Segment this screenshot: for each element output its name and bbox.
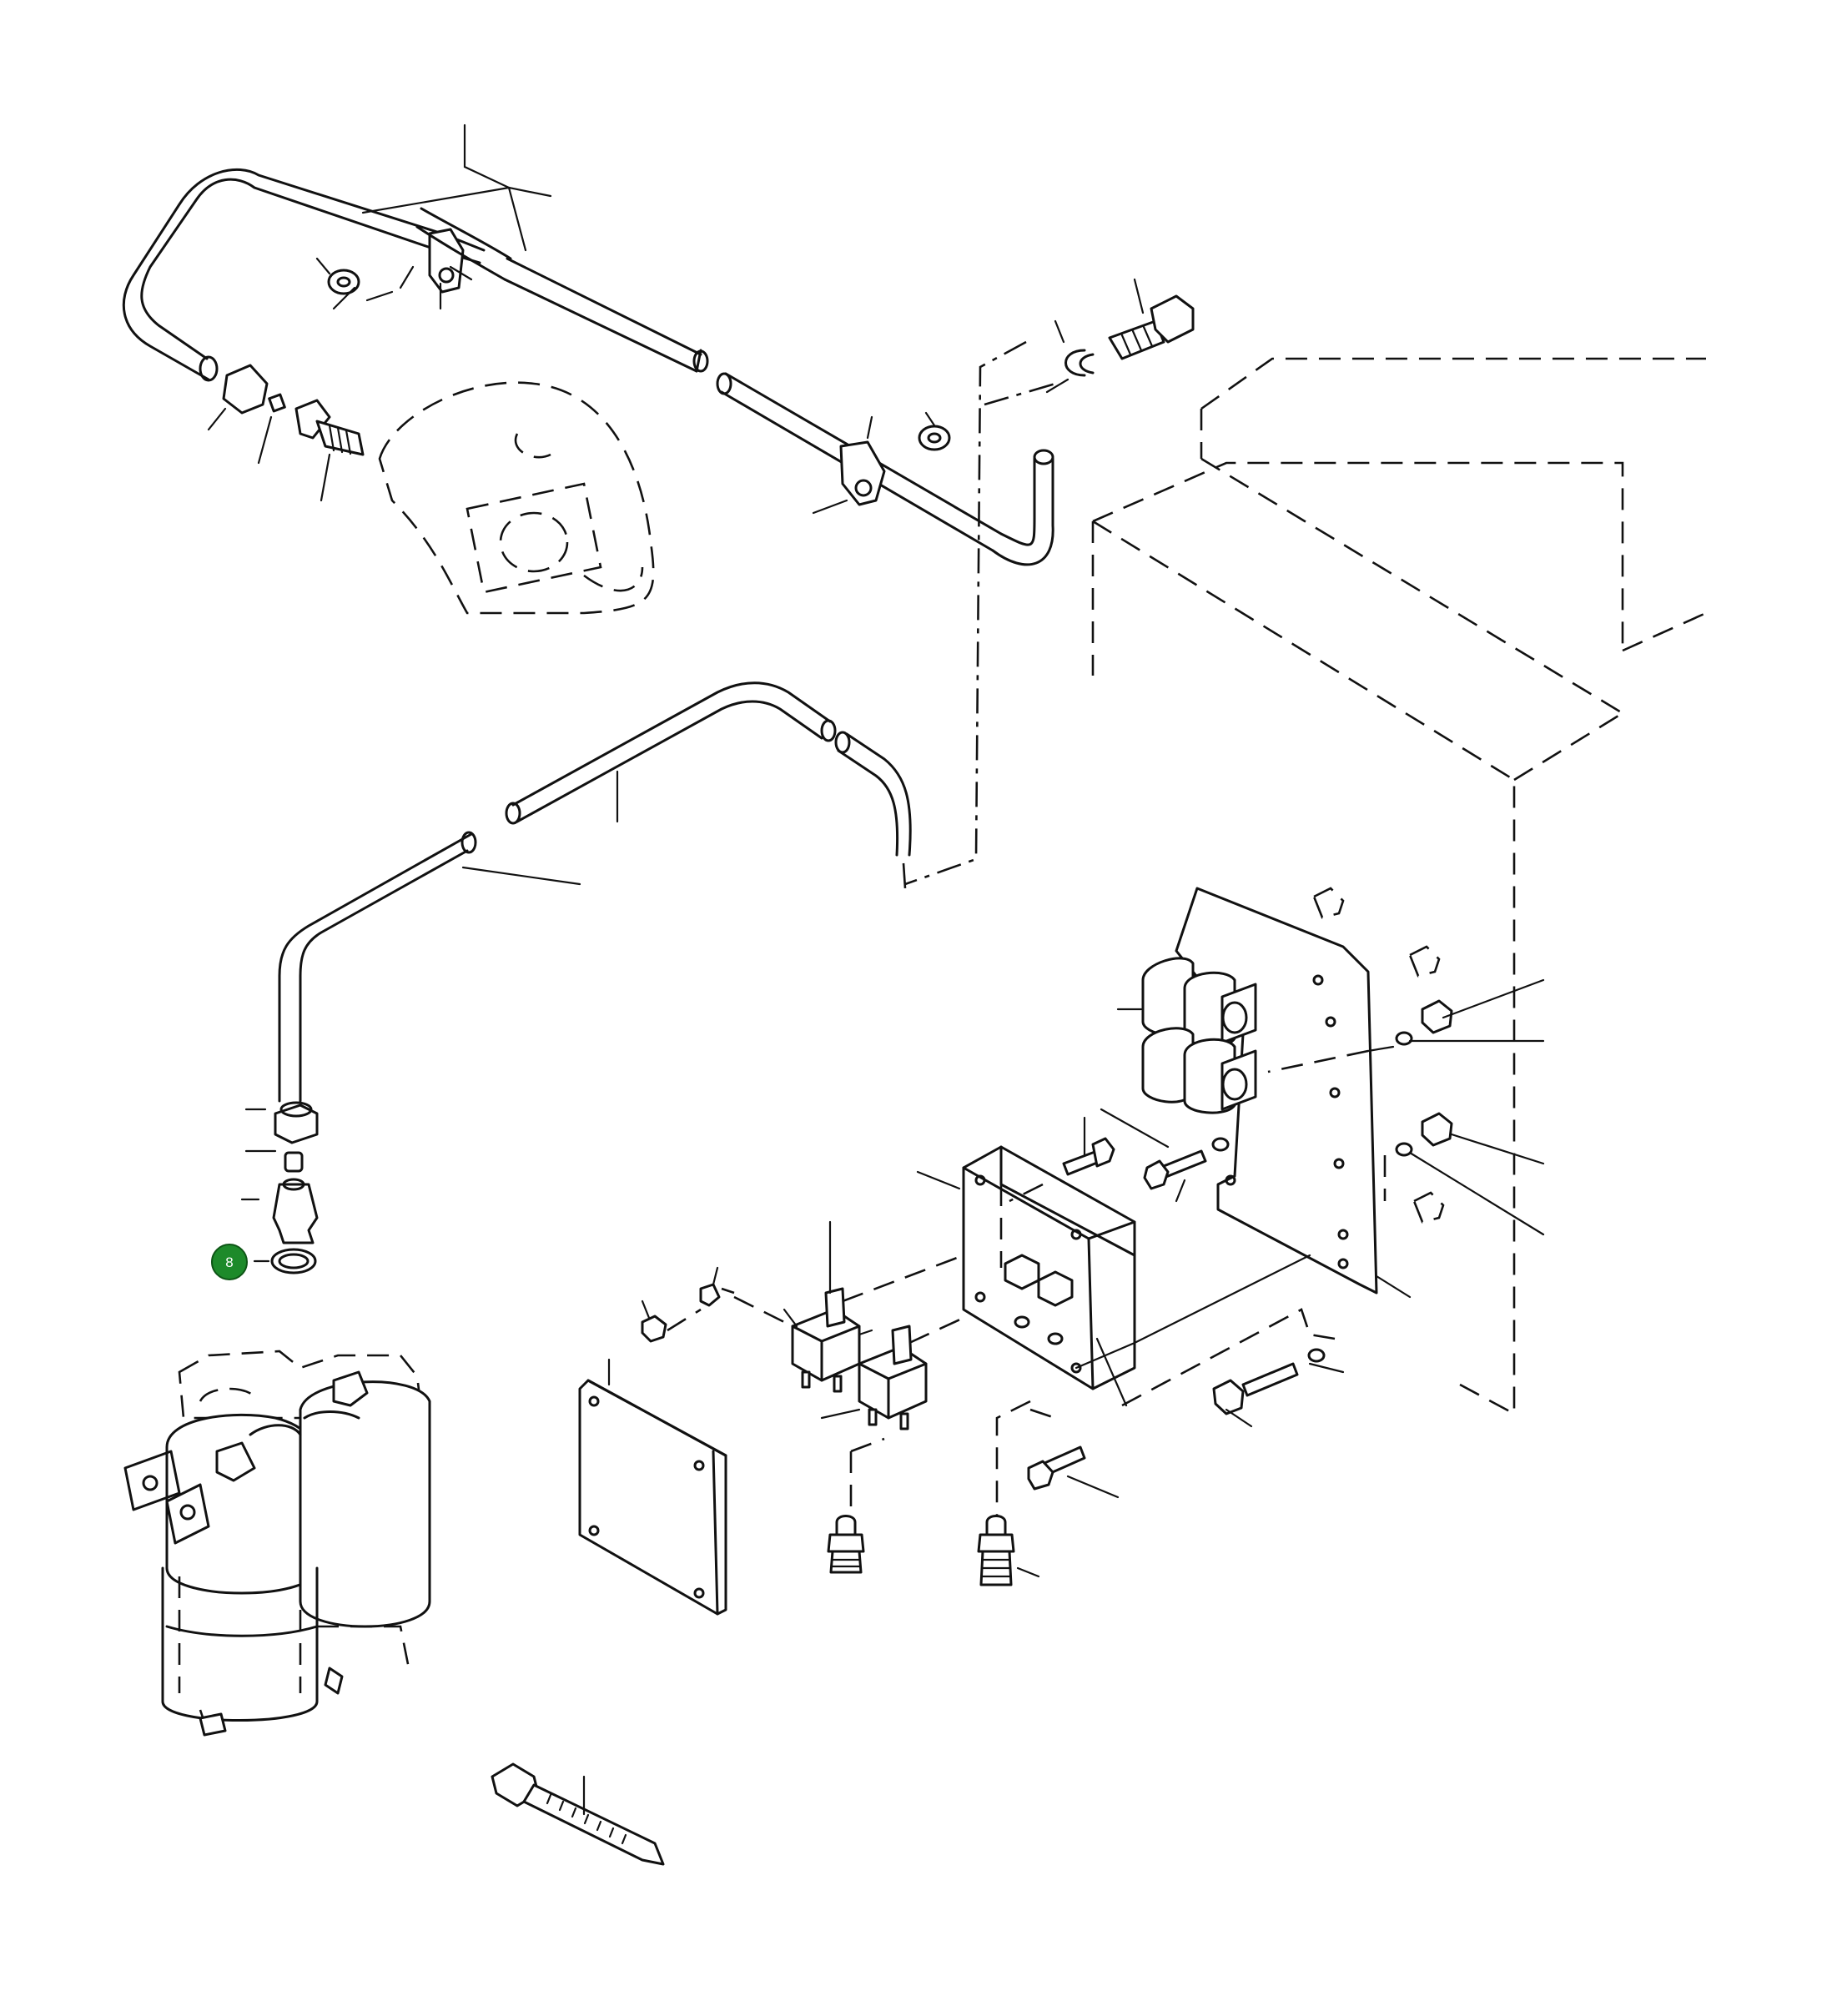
leader-lines-nuts [641,1266,735,1332]
sealing-washer [270,1248,317,1274]
leader-lines-top [207,123,552,502]
fuse-holder-lower [1141,1027,1257,1114]
lower-oil-pipe [505,681,912,889]
olive-fitting [284,1151,304,1173]
pipe-nut-lower [274,1101,319,1144]
turbo-housing-outline [378,381,655,615]
callout-badge-8[interactable]: 8 [211,1244,248,1280]
cover-plate [578,1358,727,1616]
cable-tie [491,1762,665,1866]
hex-bolt-top [1108,294,1195,360]
lock-nut-small [699,1283,721,1307]
middle-oil-pipe [415,207,1054,566]
junction-box [962,1145,1311,1390]
nut-cap-2 [1408,945,1441,978]
hex-nut-right-1 [1421,999,1453,1034]
washer-lower [1307,1348,1326,1363]
pipe-clip-middle [839,440,886,506]
bolt-lower [1212,1362,1299,1415]
fuel-filter-assembly [123,1350,431,1737]
washer-upper [327,269,360,295]
washer-right-2 [1395,1142,1413,1157]
relay-2 [858,1325,928,1430]
lock-washer-top [1064,349,1095,377]
feed-pipe [278,770,619,1103]
connector-stud-2 [977,1515,1040,1586]
nut-cap-1 [1312,887,1345,919]
leader-lines-middle [812,278,1145,886]
bolt-box-top [1062,1137,1115,1176]
engine-block-outline [1091,357,1707,1415]
fuse-holder-upper [1141,957,1257,1048]
washer-middle [918,425,951,451]
callout-label: 8 [225,1254,233,1270]
leader-lines-relays [733,1220,964,1518]
bolt-box-bottom [1027,1445,1086,1491]
temperature-sender [294,399,365,456]
banjo-adapter [272,1178,319,1244]
bolt-plate-left [1143,1149,1207,1190]
nut-small [641,1315,667,1343]
hex-nut-right-2 [1421,1112,1453,1147]
pipe-nut-fitting [222,364,286,415]
relay-1 [791,1287,861,1393]
nut-cap-3 [1412,1191,1445,1224]
connector-stud-1 [827,1515,865,1574]
leader-lines-box [916,1108,1345,1526]
washer-right-1 [1395,1031,1413,1046]
leader-lines-plate [1116,978,1545,1299]
leader-lines-fittings [240,1108,277,1263]
washer-plate-left [1211,1137,1230,1152]
pipe-clip-upper [428,228,465,294]
